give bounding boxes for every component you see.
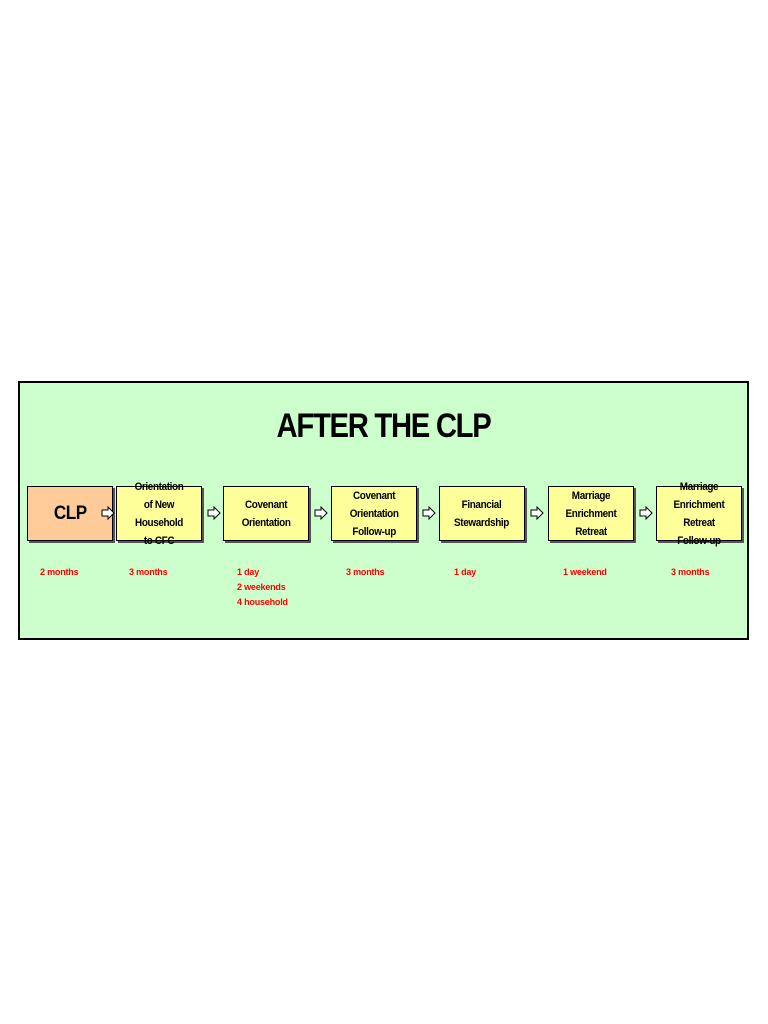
step-box-clp: CLP (27, 486, 113, 541)
step-label: Covenant Orientation (241, 498, 291, 529)
step-box-financial-stewardship: Financial Stewardship (439, 486, 525, 541)
step-box-marriage-retreat: Marriage Enrichment Retreat (548, 486, 634, 541)
duration-financial-stewardship: 1 day (454, 567, 477, 577)
step-label: Marriage Enrichment Retreat (565, 489, 617, 538)
step-box-covenant-orientation: Covenant Orientation (223, 486, 309, 541)
right-arrow-icon (530, 506, 544, 520)
diagram-title: AFTER THE CLP (276, 407, 492, 445)
right-arrow-icon (422, 506, 436, 520)
right-arrow-icon (639, 506, 653, 520)
duration-orientation-household: 3 months (129, 567, 168, 577)
duration-marriage-retreat-followup: 3 months (671, 567, 710, 577)
step-label: Marriage Enrichment Retreat Follow-up (673, 480, 725, 547)
step-label: CLP (53, 502, 87, 524)
step-box-marriage-retreat-followup: Marriage Enrichment Retreat Follow-up (656, 481, 742, 547)
duration-covenant-orientation: 1 day 2 weekends 4 household (237, 567, 288, 607)
right-arrow-icon (207, 506, 221, 520)
flow-panel: AFTER THE CLP CLP Orientation of New Hou… (18, 381, 749, 640)
duration-clp: 2 months (40, 567, 79, 577)
right-arrow-icon (101, 506, 115, 520)
duration-covenant-followup: 3 months (346, 567, 385, 577)
right-arrow-icon (314, 506, 328, 520)
step-label: Financial Stewardship (454, 498, 510, 529)
step-box-orientation-household: Orientation of New Household to CFC (116, 481, 202, 547)
step-label: Covenant Orientation Follow-up (349, 489, 399, 538)
step-label: Orientation of New Household to CFC (134, 480, 184, 547)
step-box-covenant-followup: Covenant Orientation Follow-up (331, 486, 417, 541)
duration-marriage-retreat: 1 weekend (563, 567, 607, 577)
